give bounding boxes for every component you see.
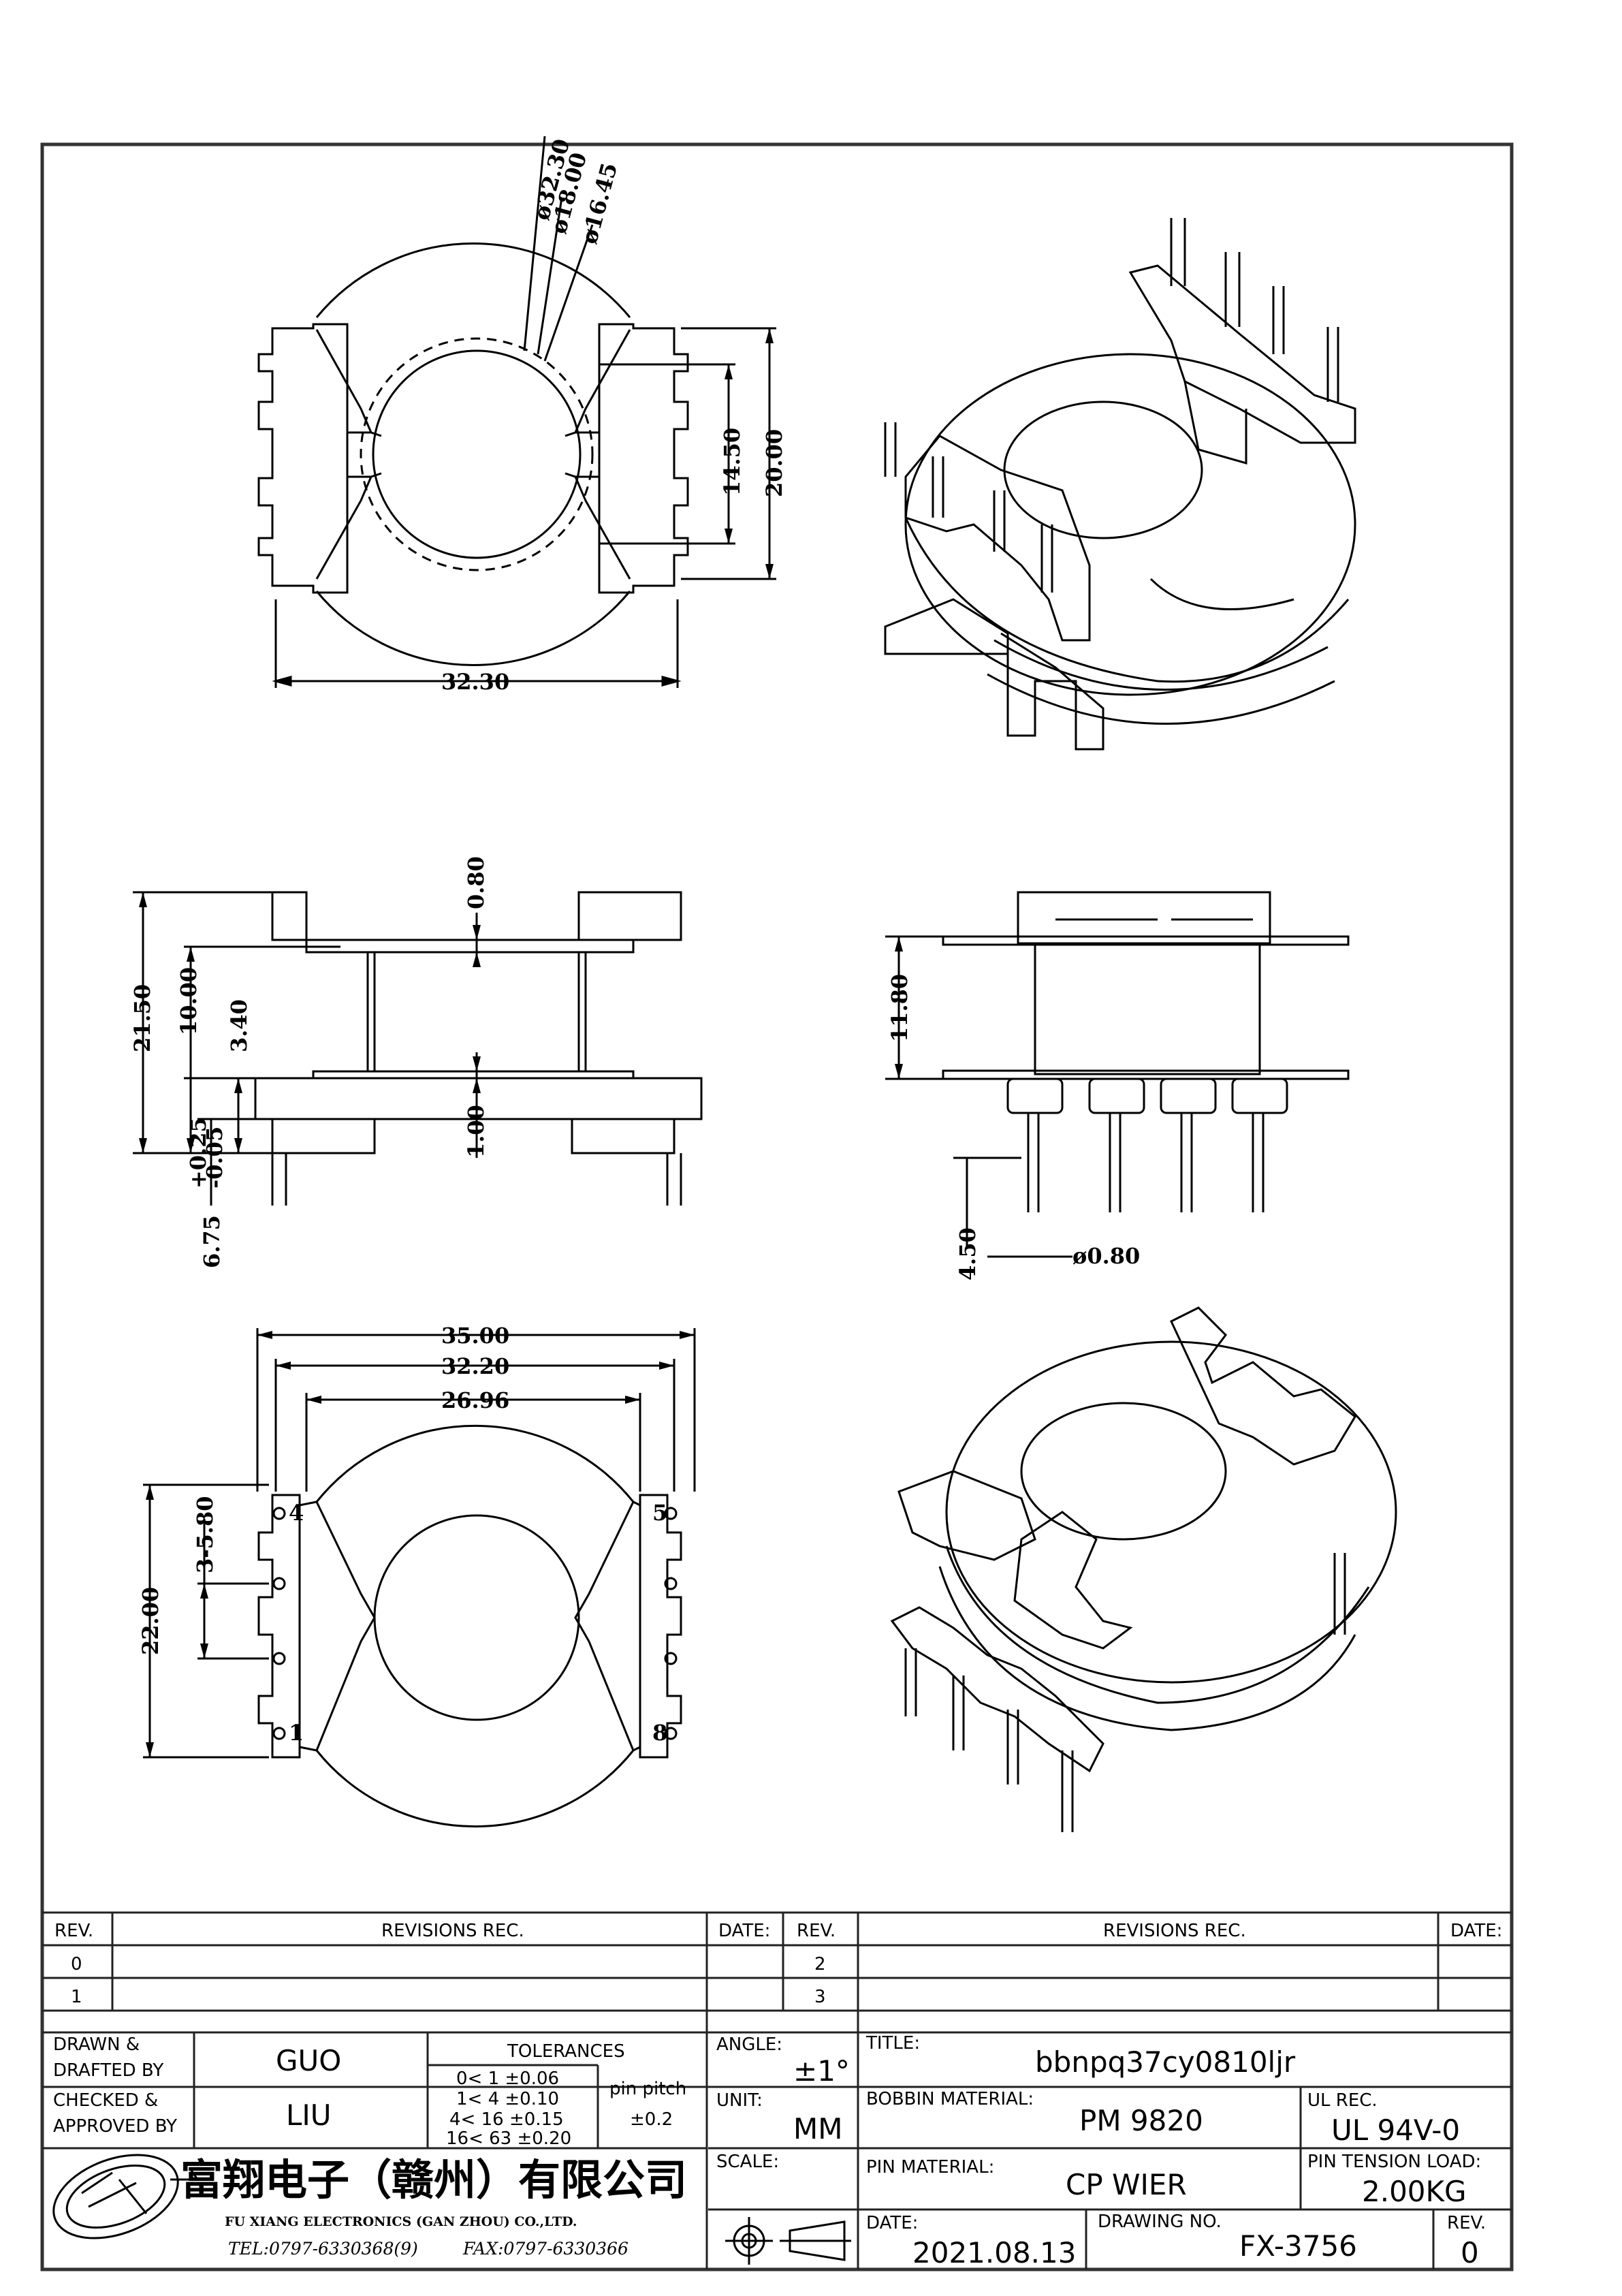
dim-h1: 14.50 xyxy=(719,428,745,496)
pin-material-value: CP WIER xyxy=(1066,2168,1187,2201)
revisions-header-right: REVISIONS REC. xyxy=(1103,1921,1246,1941)
dim-front-h: 11.80 xyxy=(887,974,912,1042)
pin-label-8: 8 xyxy=(652,1720,667,1746)
dim-w3: 26.96 xyxy=(441,1387,509,1413)
date-value: 2021.08.13 xyxy=(912,2236,1076,2269)
dim-w1: 35.00 xyxy=(441,1323,509,1349)
drawn-label: DRAWN & xyxy=(53,2034,140,2055)
company-name-en: FU XIANG ELECTRONICS (GAN ZHOU) CO.,LTD. xyxy=(225,2214,577,2229)
dim-h: 22.00 xyxy=(138,1587,163,1655)
dim-front-pin-len: 4.50 xyxy=(955,1227,981,1280)
pin-pitch-value: ±0.2 xyxy=(630,2109,673,2130)
drawing-no-label: DRAWING NO. xyxy=(1098,2212,1222,2232)
dim-tol-plus: +0.25 xyxy=(185,1117,211,1189)
projection-symbol xyxy=(725,2217,851,2265)
bobbin-value: PM 9820 xyxy=(1079,2104,1203,2137)
drafted-label: DRAFTED BY xyxy=(53,2060,163,2081)
checked-value: LIU xyxy=(286,2098,332,2132)
dim-flange-bot: 1.00 xyxy=(463,1105,489,1158)
rev-value: 0 xyxy=(1461,2236,1479,2269)
rev-row-3: 3 xyxy=(814,1987,826,2007)
dim-h-base: 3.40 xyxy=(226,999,252,1052)
revisions-header-left: REVISIONS REC. xyxy=(381,1921,524,1941)
rev-header-left: REV. xyxy=(54,1921,93,1941)
company-tel: TEL:0797-6330368(9) xyxy=(228,2239,418,2259)
pin-label-4: 4 xyxy=(289,1500,304,1526)
date-label: DATE: xyxy=(866,2213,918,2233)
drawing-no-value: FX-3756 xyxy=(1239,2229,1357,2263)
rev-row-2: 2 xyxy=(814,1954,826,1975)
tolerances-title: TOLERANCES xyxy=(507,2041,625,2062)
ul-value: UL 94V-0 xyxy=(1331,2113,1460,2147)
company-logo-icon xyxy=(52,2154,200,2239)
unit-value: MM xyxy=(793,2112,842,2145)
isometric-view-top xyxy=(884,218,1356,751)
tol-row-4: 16< 63 ±0.20 xyxy=(446,2128,571,2149)
top-view xyxy=(257,136,776,688)
tol-row-3: 4< 16 ±0.15 xyxy=(449,2109,564,2130)
dim-w2: 32.20 xyxy=(441,1353,509,1379)
pin-tension-value: 2.00KG xyxy=(1362,2175,1467,2208)
front-view xyxy=(885,891,1350,1258)
dim-h-win: 10.00 xyxy=(176,967,202,1035)
company-fax: FAX:0797-6330366 xyxy=(462,2239,629,2259)
pin-tension-label: PIN TENSION LOAD: xyxy=(1307,2152,1481,2172)
ul-label: UL REC. xyxy=(1307,2090,1378,2111)
drawing-frame xyxy=(40,142,1514,2271)
company-name-cn: 富翔电子（赣州）有限公司 xyxy=(180,2155,687,2205)
side-view xyxy=(133,891,703,1206)
dim-w: 32.30 xyxy=(441,669,509,695)
date-header-right: DATE: xyxy=(1450,1921,1502,1941)
pin-material-label: PIN MATERIAL: xyxy=(866,2157,994,2177)
rev-row-1: 1 xyxy=(71,1987,82,2007)
title-label: TITLE: xyxy=(865,2033,920,2054)
checked-label: CHECKED & xyxy=(53,2090,158,2111)
rev-header-right: REV. xyxy=(797,1921,836,1941)
rev-row-0: 0 xyxy=(71,1954,82,1975)
dim-flange-top: 0.80 xyxy=(463,856,489,909)
dim-tol-minus: -0.05 xyxy=(202,1127,227,1189)
drawn-value: GUO xyxy=(276,2044,341,2077)
pin-label-5: 5 xyxy=(652,1500,667,1526)
title-value: bbnpq37cy0810ljr xyxy=(1035,2045,1296,2079)
dim-pitch: 3-5.80 xyxy=(192,1496,218,1573)
dim-h2: 20.00 xyxy=(761,429,787,497)
angle-value: ±1° xyxy=(793,2054,850,2088)
dim-front-pin-dia: ø0.80 xyxy=(1072,1243,1140,1269)
pin-label-1: 1 xyxy=(289,1720,304,1746)
approved-label: APPROVED BY xyxy=(53,2116,177,2137)
bottom-view xyxy=(143,1328,696,1828)
scale-label: SCALE: xyxy=(716,2152,779,2172)
title-block-grid xyxy=(42,1911,1512,2269)
date-header-left: DATE: xyxy=(718,1921,770,1941)
isometric-view-bottom xyxy=(890,1306,1397,1832)
rev-label: REV. xyxy=(1447,2213,1486,2233)
angle-label: ANGLE: xyxy=(716,2034,782,2055)
tol-row-2: 1< 4 ±0.10 xyxy=(456,2089,559,2109)
dim-h-total: 21.50 xyxy=(129,984,155,1052)
dim-pin-len: 6.75 xyxy=(199,1215,225,1268)
bobbin-label: BOBBIN MATERIAL: xyxy=(866,2089,1034,2109)
tol-row-1: 0< 1 ±0.06 xyxy=(456,2069,559,2089)
pin-pitch-label: pin pitch xyxy=(609,2079,686,2099)
unit-label: UNIT: xyxy=(716,2090,763,2111)
